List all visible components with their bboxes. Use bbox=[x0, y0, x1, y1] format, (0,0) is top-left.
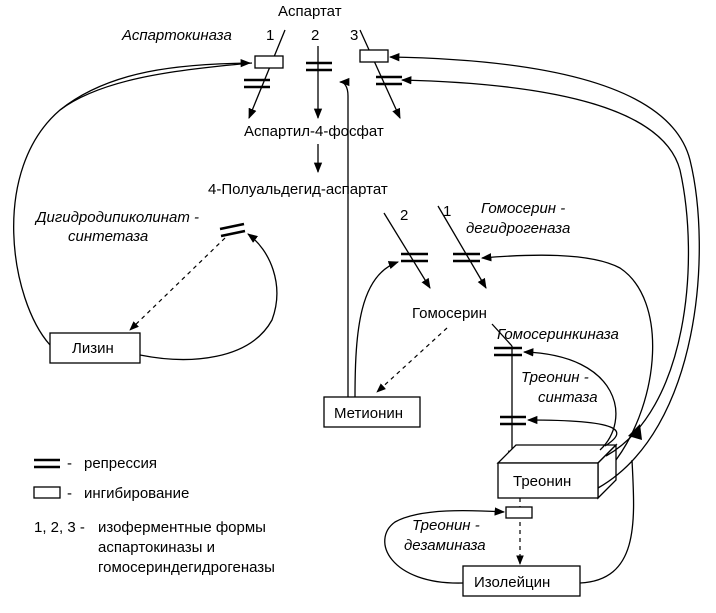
enzyme-thr-deaminase-line1: Треонин - bbox=[412, 517, 480, 534]
isoleucine-feedback-td bbox=[384, 507, 506, 584]
threonine-feedback-hsdh1 bbox=[480, 253, 654, 461]
isoform-hsdh-2: 2 bbox=[400, 207, 408, 224]
hsdh2-arrow bbox=[383, 212, 431, 289]
node-methionine: Метионин bbox=[334, 405, 403, 422]
legend-inhibition-symbol bbox=[33, 486, 61, 499]
legend-repression-dash: - bbox=[67, 455, 72, 472]
enzyme-thr-deaminase-line2: дезаминаза bbox=[404, 537, 486, 554]
isoleucine-loop-right bbox=[579, 459, 635, 584]
node-box-lysine bbox=[49, 332, 141, 364]
repression-mark-ts bbox=[500, 415, 526, 426]
repression-mark-ak2 bbox=[306, 61, 332, 72]
node-semialdehyde: 4-Полуальдегид-аспартат bbox=[208, 181, 388, 198]
inhibition-box-ak3 bbox=[359, 49, 389, 63]
legend-repression-symbol bbox=[34, 458, 60, 469]
dashed-arrow-to-methionine bbox=[376, 327, 448, 393]
lysine-feedback-dhdps bbox=[139, 233, 278, 361]
hsdh1-arrow bbox=[437, 205, 487, 289]
enzyme-aspartokinase: Аспартокиназа bbox=[121, 27, 232, 44]
legend-inhibition-dash: - bbox=[67, 485, 72, 502]
node-aspartyl-phosphate: Аспартил-4-фосфат bbox=[244, 123, 384, 140]
legend-isoforms-line2: аспартокиназы и bbox=[98, 539, 215, 556]
repression-mark-hsdh2 bbox=[401, 252, 428, 263]
inhibition-box-td bbox=[505, 506, 533, 519]
node-aspartate: Аспартат bbox=[278, 3, 342, 20]
repression-mark-dhdps bbox=[219, 222, 246, 238]
repression-mark-hsdh1 bbox=[453, 252, 480, 263]
repression-mark-ak3 bbox=[376, 75, 402, 86]
repression-mark-ak1 bbox=[244, 78, 270, 89]
ak1-arrow bbox=[248, 29, 286, 119]
legend-repression-label: репрессия bbox=[84, 455, 157, 472]
isoform-ak-2: 2 bbox=[311, 27, 319, 44]
enzyme-hsdh-line2: дегидрогеназа bbox=[466, 220, 570, 237]
legend-isoforms-line3: гомосериндегидрогеназы bbox=[98, 559, 275, 576]
threonine-feedback-ak3-inhib bbox=[388, 53, 700, 489]
enzyme-thr-synthase-line2: синтаза bbox=[538, 389, 598, 406]
threonine-feedback-hsk bbox=[522, 348, 617, 451]
isoform-hsdh-1: 1 bbox=[443, 203, 451, 220]
node-isoleucine: Изолейцин bbox=[474, 574, 550, 591]
lysine-feedback-ak-inner bbox=[59, 62, 253, 111]
lysine-feedback-ak bbox=[13, 58, 252, 346]
enzyme-dhdps-line1: Дигидродипиколинат - bbox=[34, 209, 199, 226]
homoserine-to-kinase bbox=[491, 323, 513, 347]
dashed-arrow-to-lysine bbox=[129, 237, 226, 331]
legend-isoforms-prefix: 1, 2, 3 - bbox=[34, 519, 85, 536]
isoform-ak-1: 1 bbox=[266, 27, 274, 44]
enzyme-thr-synthase-line1: Треонин - bbox=[521, 369, 589, 386]
threonine-loop-arrowhead bbox=[628, 424, 642, 440]
node-box-isoleucine bbox=[462, 565, 581, 597]
enzyme-homoserine-kinase: Гомосеринкиназа bbox=[497, 326, 619, 343]
node-lysine: Лизин bbox=[72, 340, 114, 357]
enzyme-dhdps-line2: синтетаза bbox=[68, 228, 148, 245]
threonine-feedback-ak3-repr bbox=[400, 76, 690, 457]
legend-inhibition-label: ингибирование bbox=[84, 485, 189, 502]
isoform-ak-3: 3 bbox=[350, 27, 358, 44]
enzyme-hsdh-line1: Гомосерин - bbox=[481, 200, 565, 217]
ak3-arrow bbox=[359, 29, 401, 119]
node-homoserine: Гомосерин bbox=[412, 305, 487, 322]
node-box-methionine bbox=[323, 396, 421, 428]
threonine-feedback-ts bbox=[526, 415, 618, 447]
repression-mark-hsk bbox=[494, 346, 522, 357]
node-threonine: Треонин bbox=[513, 473, 571, 490]
methionine-feedback-ak2 bbox=[338, 77, 350, 397]
methionine-feedback-hsdh2 bbox=[354, 261, 399, 398]
node-box-threonine bbox=[496, 443, 618, 500]
inhibition-box-ak1 bbox=[254, 55, 284, 69]
legend-isoforms-line1: изоферментные формы bbox=[98, 519, 266, 536]
